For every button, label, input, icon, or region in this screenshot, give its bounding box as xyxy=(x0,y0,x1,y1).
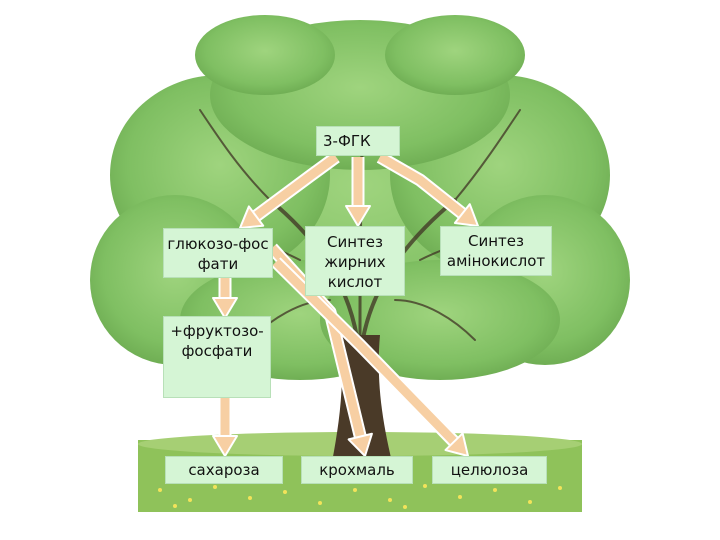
arrow-glucose-to-cellulose-shaft xyxy=(272,258,458,445)
node-starch: крохмаль xyxy=(301,456,413,484)
node-fatty-acid-synthesis-line-2: жирних xyxy=(324,253,386,271)
node-glucose-phosphates-line-1: глюкозо-фос xyxy=(167,235,269,253)
arrow-pga-to-fatty-acids xyxy=(345,157,371,227)
node-glucose-phosphates-line-2: фати xyxy=(197,255,239,273)
arrow-fructose-to-sucrose xyxy=(212,398,238,457)
arrow-fructose-to-sucrose-head xyxy=(212,435,238,457)
node-glucose-phosphates: глюкозо-фос фати xyxy=(163,228,273,278)
node-fructose-phosphates-line-1: +фруктозо- xyxy=(170,322,264,340)
node-fructose-phosphates-line-2: фосфати xyxy=(181,342,253,360)
arrow-glucose-to-sucrose xyxy=(212,278,238,319)
node-3-pga: 3-ФГК xyxy=(316,126,400,156)
node-sucrose: сахароза xyxy=(165,456,283,484)
arrow-glucose-to-cellulose xyxy=(271,257,469,457)
node-fatty-acid-synthesis-line-1: Синтез xyxy=(327,233,383,251)
arrows xyxy=(212,151,479,457)
arrow-glucose-to-sucrose-head xyxy=(212,297,238,319)
node-amino-acid-synthesis-line-1: Синтез xyxy=(468,232,524,250)
node-fatty-acid-synthesis: Синтез жирних кислот xyxy=(305,226,405,296)
grass-flowers xyxy=(158,484,562,509)
node-3-pga-line-1: 3-ФГК xyxy=(323,132,371,150)
node-cellulose: целюлоза xyxy=(432,456,547,484)
node-starch-line-1: крохмаль xyxy=(319,461,395,479)
arrow-pga-to-glucose-phosphates-head xyxy=(239,205,265,229)
arrow-pga-to-glucose-phosphates-shaft xyxy=(253,153,339,220)
arrow-pga-to-glucose-phosphates xyxy=(239,151,340,229)
arrow-pga-to-amino-acids xyxy=(376,151,479,227)
node-cellulose-line-1: целюлоза xyxy=(450,461,529,479)
node-amino-acid-synthesis: Синтез амінокислот xyxy=(440,226,552,276)
arrow-glucose-to-cellulose-head xyxy=(444,432,469,457)
node-fructose-phosphates: +фруктозо- фосфати xyxy=(163,316,271,398)
node-amino-acid-synthesis-line-2: амінокислот xyxy=(446,252,546,270)
node-sucrose-line-1: сахароза xyxy=(188,461,260,479)
arrow-pga-to-amino-acids-shaft xyxy=(377,153,466,218)
arrow-glucose-to-starch-head xyxy=(347,432,373,457)
arrow-pga-to-amino-acids-head xyxy=(453,203,479,227)
node-fatty-acid-synthesis-line-3: кислот xyxy=(327,273,383,291)
arrow-pga-to-fatty-acids-head xyxy=(345,205,371,227)
